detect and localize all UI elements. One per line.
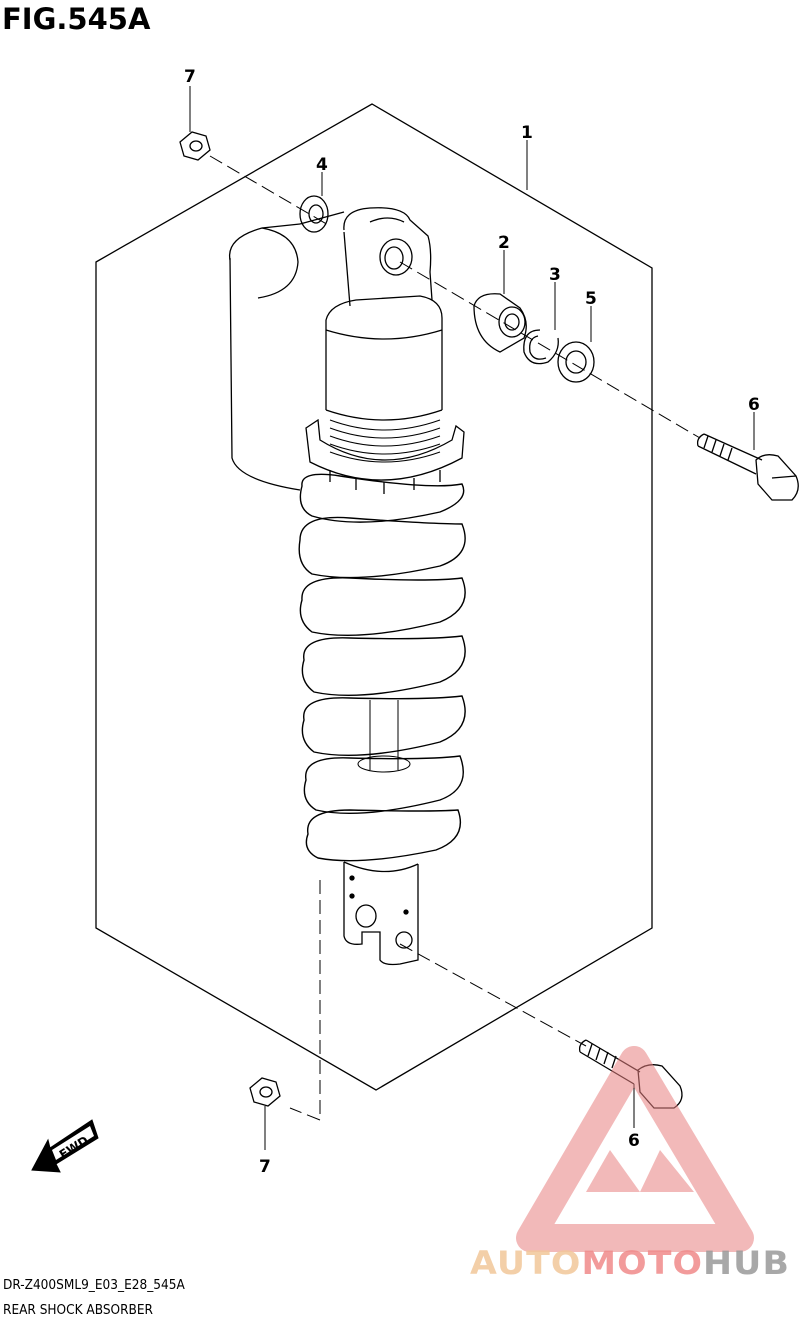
damper-shaft	[357, 700, 411, 773]
washer-part-4	[299, 195, 329, 233]
spring-collar	[305, 418, 465, 494]
centerlines	[209, 155, 701, 1121]
watermark-logo	[516, 1046, 754, 1252]
callout-4: 4	[316, 155, 328, 175]
bush-part-2	[473, 293, 527, 353]
leader-lines	[189, 86, 755, 1150]
reservoir	[228, 211, 345, 491]
nut-upper-part-7	[179, 131, 211, 161]
callout-7-upper: 7	[184, 67, 196, 87]
washer-part-5	[557, 341, 595, 383]
nut-lower-part-7	[249, 1077, 281, 1107]
upper-mount	[343, 207, 433, 307]
circlip-part-3	[523, 329, 559, 365]
fwd-arrow: FWD	[31, 1119, 99, 1173]
figure-name: REAR SHOCK ABSORBER	[3, 1302, 153, 1318]
figure-title: FIG.545A	[2, 2, 151, 36]
callout-5: 5	[585, 289, 597, 309]
callout-1: 1	[521, 123, 533, 143]
callout-2: 2	[498, 233, 510, 253]
bolt-upper-part-6	[696, 433, 799, 501]
adjuster-threads	[329, 419, 441, 463]
callout-6-upper: 6	[748, 395, 760, 415]
assembly-outline	[95, 103, 653, 1091]
figure-code: DR-Z400SML9_E03_E28_545A	[3, 1277, 185, 1293]
lower-clevis	[343, 861, 419, 966]
callout-numbers: 1 2 3 4 5 6 6 7 7	[184, 67, 760, 1177]
callout-7-lower: 7	[259, 1157, 271, 1177]
callout-6-lower: 6	[628, 1131, 640, 1151]
shock-body	[325, 295, 443, 421]
callout-3: 3	[549, 265, 561, 285]
spring-coils	[298, 473, 466, 862]
